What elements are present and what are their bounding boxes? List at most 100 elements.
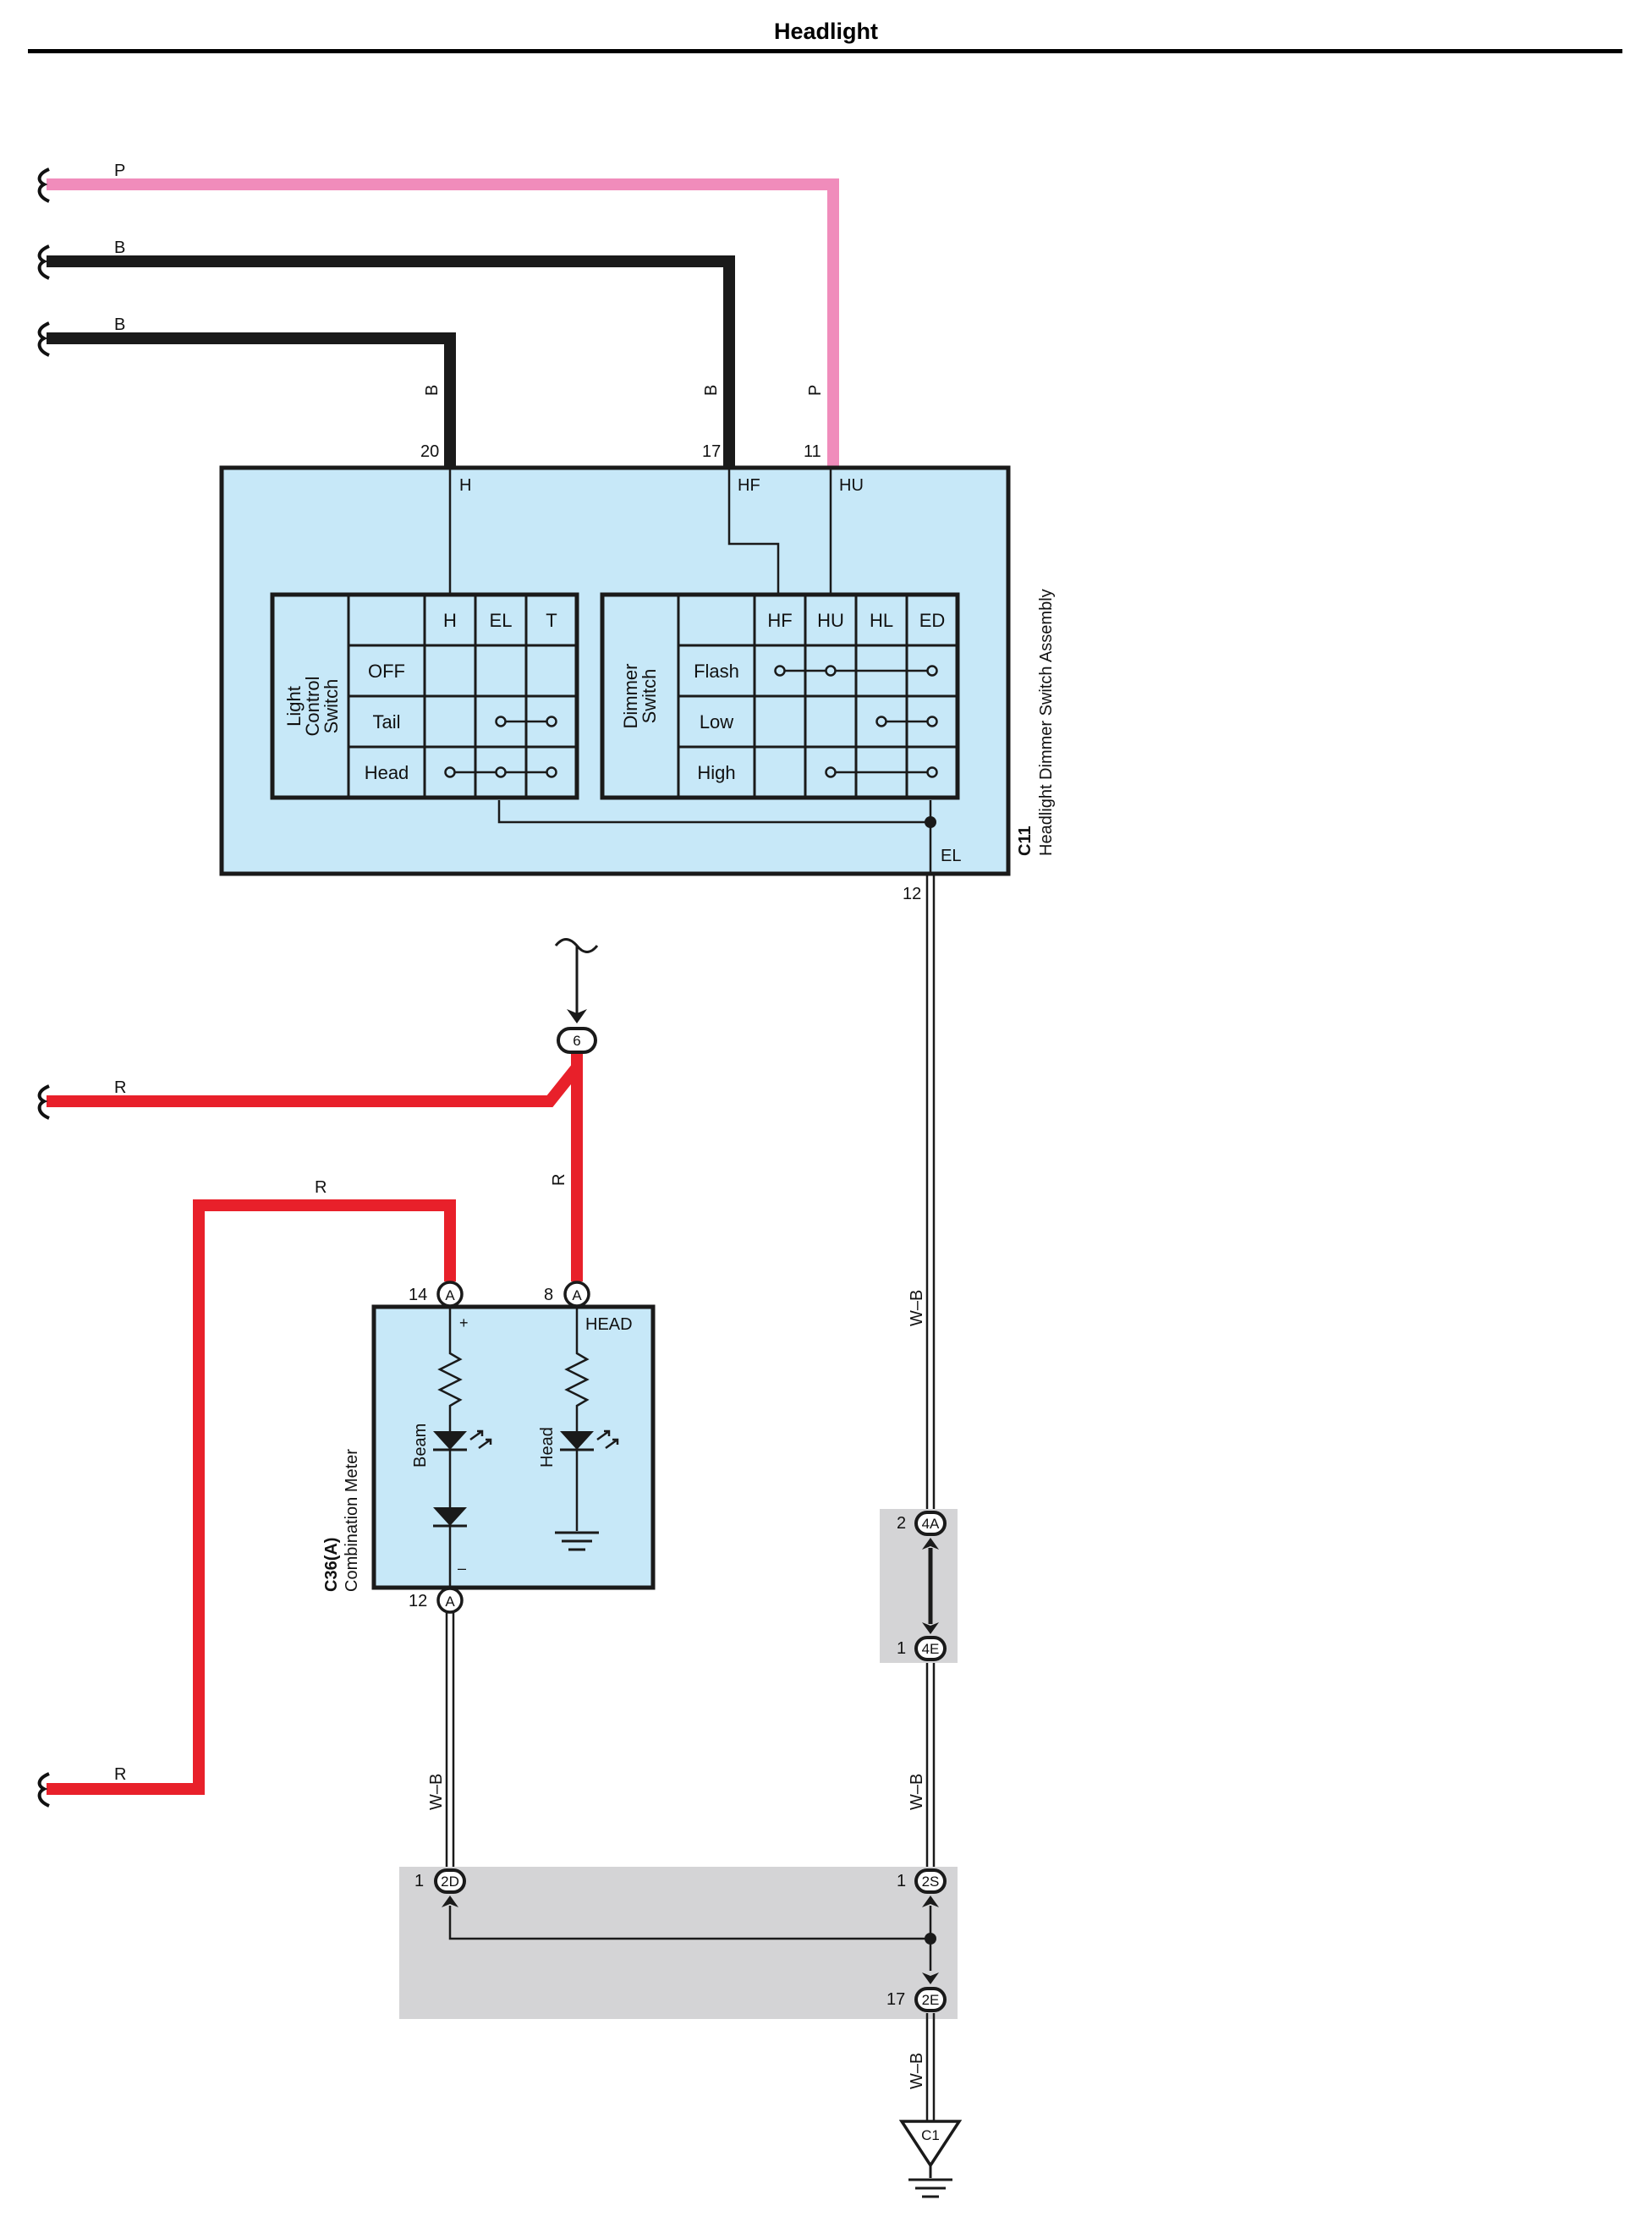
lc-contacts [444, 716, 557, 778]
terminal-h: H [459, 476, 471, 495]
junction-4e [914, 1622, 947, 1661]
junction-2d-id: 2D [441, 1874, 459, 1890]
meter-pin-12: 12 [409, 1592, 427, 1610]
junction-4a [914, 1511, 947, 1550]
lc-row-tail: Tail [372, 711, 400, 732]
meter-connector-12 [436, 1587, 464, 1614]
junction-2d-pin: 1 [414, 1872, 424, 1890]
light-switch-title-1: Light [283, 686, 305, 727]
wire-label-p-top: P [114, 162, 125, 180]
dm-col-hf: HF [767, 610, 792, 631]
lc-row-off: OFF [368, 661, 405, 682]
wire-break-r-bottom [37, 1772, 50, 1808]
junction-2-splice-dot [925, 1933, 936, 1945]
ground-symbol-icon [908, 2165, 952, 2198]
dm-row-low: Low [700, 711, 733, 732]
switch-assembly-code: C11 [1016, 826, 1035, 856]
meter-connector-14-letter: A [445, 1287, 455, 1303]
wire-label-b-vert-hf: B [702, 385, 721, 396]
meter-minus: – [458, 1560, 466, 1577]
meter-code: C36(A) [322, 1538, 341, 1592]
pin-12-el: 12 [903, 885, 921, 903]
junction-block-2 [399, 1867, 958, 2019]
wire-label-b-vert-h: B [423, 385, 442, 396]
meter-connector-8-letter: A [572, 1287, 582, 1303]
meter-ground-icon [555, 1531, 599, 1551]
wire-wb-right [925, 874, 936, 1868]
wire-break-r-left [37, 1084, 50, 1120]
switch-assembly-name: Headlight Dimmer Switch Assembly [1037, 589, 1056, 856]
junction-2d [434, 1868, 466, 1907]
wire-wb-ground [925, 2013, 936, 2121]
meter-plus: + [459, 1314, 469, 1331]
splice-6-feed [554, 938, 599, 1013]
meter-connector-14 [436, 1281, 464, 1308]
dm-row-flash: Flash [694, 661, 739, 682]
wire-wb-meter [445, 1612, 455, 1869]
wire-black-b-hf [37, 244, 735, 469]
ground-c1-icon [898, 2120, 963, 2169]
head-led-icon [560, 1431, 594, 1450]
meter-head-label: Head [538, 1427, 557, 1468]
switch-internal-wiring [448, 469, 932, 874]
junction-4e-id: 4E [922, 1641, 940, 1657]
wire-label-r-bottom-left: R [114, 1765, 126, 1784]
meter-connector-8 [563, 1281, 590, 1308]
wire-label-wb-lower-right: W–B [908, 1774, 926, 1810]
wire-label-b-top2: B [114, 315, 125, 334]
wire-red-r [47, 1049, 583, 1281]
junction-2e-pin: 17 [886, 1990, 905, 2009]
dm-contacts [774, 665, 938, 778]
dimmer-title-1: Dimmer [620, 664, 641, 729]
lc-col-el: EL [490, 610, 513, 631]
light-switch-title-3: Switch [321, 679, 342, 734]
junction-2s-pin: 1 [897, 1872, 906, 1890]
title-rule [28, 49, 1622, 53]
meter-pin-14: 14 [409, 1286, 427, 1304]
dimmer-switch-table [600, 592, 960, 800]
terminal-hu: HU [839, 476, 864, 495]
wire-black-b-h [37, 321, 456, 469]
wire-pink-p [37, 167, 839, 469]
beam-diode-icon [433, 1507, 467, 1526]
splice-6-arrow [567, 1009, 587, 1023]
wire-label-wb-meter: W–B [427, 1774, 446, 1810]
pin-20: 20 [420, 442, 439, 461]
wire-label-p-vert-hu: P [806, 385, 825, 396]
meter-name: Combination Meter [343, 1449, 361, 1592]
terminal-el: EL [941, 847, 961, 865]
splice-6-label: 6 [573, 1033, 580, 1049]
meter-head-terminal: HEAD [585, 1315, 633, 1334]
dm-col-hu: HU [817, 610, 844, 631]
junction-2s [914, 1868, 947, 1907]
meter-beam-label: Beam [411, 1424, 430, 1468]
junction-block-4 [880, 1509, 958, 1663]
lc-row-head: Head [365, 762, 409, 783]
page-title: Headlight [773, 19, 878, 44]
junction-4e-pin: 1 [897, 1639, 906, 1658]
dm-row-high: High [697, 762, 735, 783]
wire-red-r-loop [47, 1199, 456, 1795]
wire-label-b-top1: B [114, 239, 125, 257]
beam-led-icon [433, 1431, 467, 1450]
junction-2s-id: 2S [922, 1874, 940, 1890]
head-indicator-circuit [564, 1307, 619, 1531]
light-switch-title-2: Control [302, 677, 323, 737]
wire-label-wb-ground: W–B [908, 2053, 926, 2089]
ground-c1-label: C1 [921, 2127, 940, 2143]
junction-4a-pin: 2 [897, 1514, 906, 1533]
meter-pin-8: 8 [544, 1286, 553, 1304]
wire-label-r-vertical: R [550, 1174, 568, 1186]
lc-col-h: H [443, 610, 457, 631]
junction-4a-id: 4A [922, 1516, 940, 1532]
wire-label-wb-right: W–B [908, 1290, 926, 1326]
lc-col-t: T [546, 610, 557, 631]
terminal-hf: HF [738, 476, 760, 495]
dm-col-ed: ED [919, 610, 946, 631]
dm-col-hl: HL [870, 610, 893, 631]
pin-17: 17 [702, 442, 721, 461]
light-control-table [270, 592, 579, 800]
splice-6 [557, 1027, 597, 1054]
junction-2e [914, 1972, 947, 2012]
